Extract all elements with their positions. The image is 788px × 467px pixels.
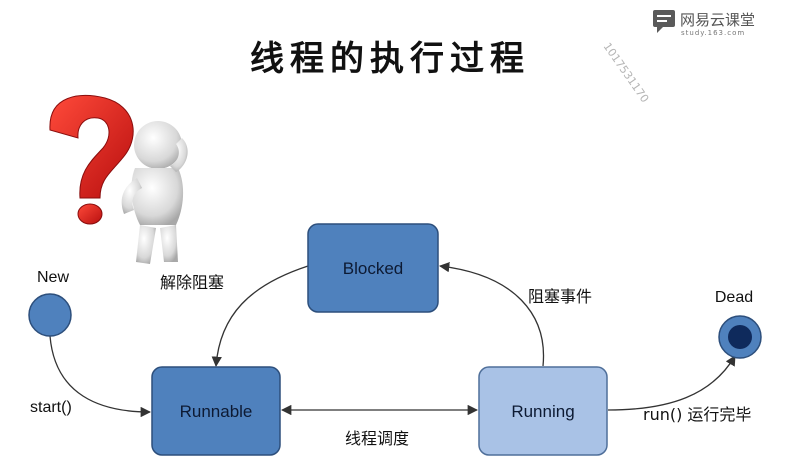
state-runnable: Runnable <box>151 366 281 456</box>
unblock-label: 解除阻塞 <box>160 273 224 292</box>
running-label: Running <box>511 402 574 421</box>
brand-name: 网易云课堂 <box>680 11 755 29</box>
brand-url: study.163.com <box>681 29 745 37</box>
edge-running-dead <box>607 355 736 411</box>
run-complete-label: run() 运行完毕 <box>643 405 751 424</box>
edge-new-runnable <box>49 335 152 418</box>
runnable-label: Runnable <box>180 402 253 421</box>
brand-logo: 网易云课堂 study.163.com <box>653 10 755 37</box>
chat-bubble-icon <box>653 10 675 33</box>
page-title: 线程的执行过程 <box>250 39 530 79</box>
new-label: New <box>37 269 69 286</box>
schedule-label: 线程调度 <box>345 429 409 448</box>
start-label: start() <box>30 399 72 416</box>
block-event-label: 阻塞事件 <box>528 287 592 306</box>
state-new: New <box>28 269 72 337</box>
new-node <box>28 293 72 337</box>
edge-running-blocked <box>438 261 545 367</box>
edge-blocked-runnable <box>211 265 309 368</box>
watermark-text: 1017531170 <box>601 40 652 105</box>
question-mark-thinking-figure-icon <box>49 95 188 264</box>
dead-inner-node <box>728 325 752 349</box>
state-running: Running <box>478 366 608 456</box>
state-blocked: Blocked <box>307 223 439 313</box>
running-node <box>478 366 608 456</box>
blocked-label: Blocked <box>343 259 403 278</box>
state-dead: Dead <box>715 289 762 359</box>
blocked-node <box>307 223 439 313</box>
dead-label: Dead <box>715 289 753 306</box>
runnable-node <box>151 366 281 456</box>
